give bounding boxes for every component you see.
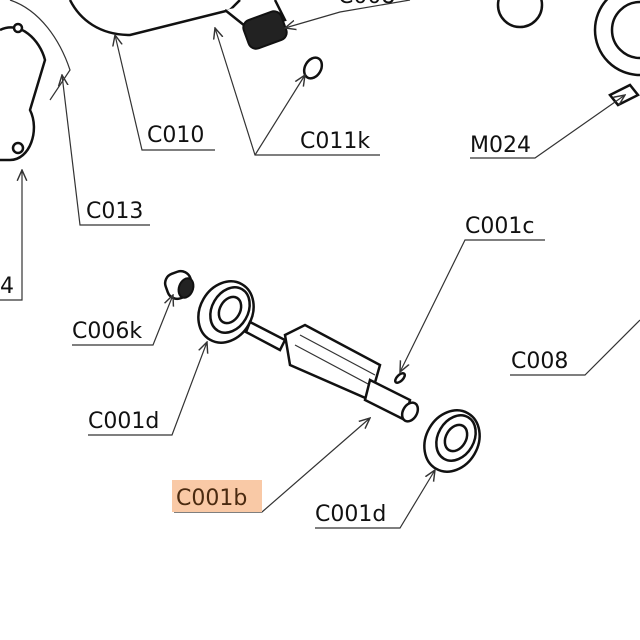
label-c008[interactable]: C008	[511, 349, 568, 374]
label-c013[interactable]: C013	[86, 199, 143, 224]
needle-bearing-c006k	[163, 269, 195, 301]
ball-bearing-right	[423, 409, 481, 473]
label-c001c[interactable]: C001c	[465, 214, 534, 239]
label-c001d-right[interactable]: C001d	[315, 502, 386, 527]
leader-lines	[0, 0, 640, 529]
gasket-part	[0, 0, 71, 162]
label-c011k[interactable]: C011k	[300, 129, 370, 154]
armature-c001b	[244, 320, 420, 423]
label-c010[interactable]: C010	[147, 123, 204, 148]
highlight-box	[172, 480, 262, 512]
label-c006k[interactable]: C006k	[72, 319, 142, 344]
label-top-cut[interactable]: C008	[338, 0, 395, 9]
top-right-bearing-part	[496, 0, 640, 107]
label-c001b[interactable]: C001b	[176, 486, 247, 511]
motor-housing-part	[68, 0, 324, 80]
ball-bearing-left	[197, 280, 255, 344]
label-c001d-left[interactable]: C001d	[88, 409, 159, 434]
label-left-cut[interactable]: 4	[0, 274, 14, 299]
label-m024[interactable]: M024	[470, 133, 531, 158]
